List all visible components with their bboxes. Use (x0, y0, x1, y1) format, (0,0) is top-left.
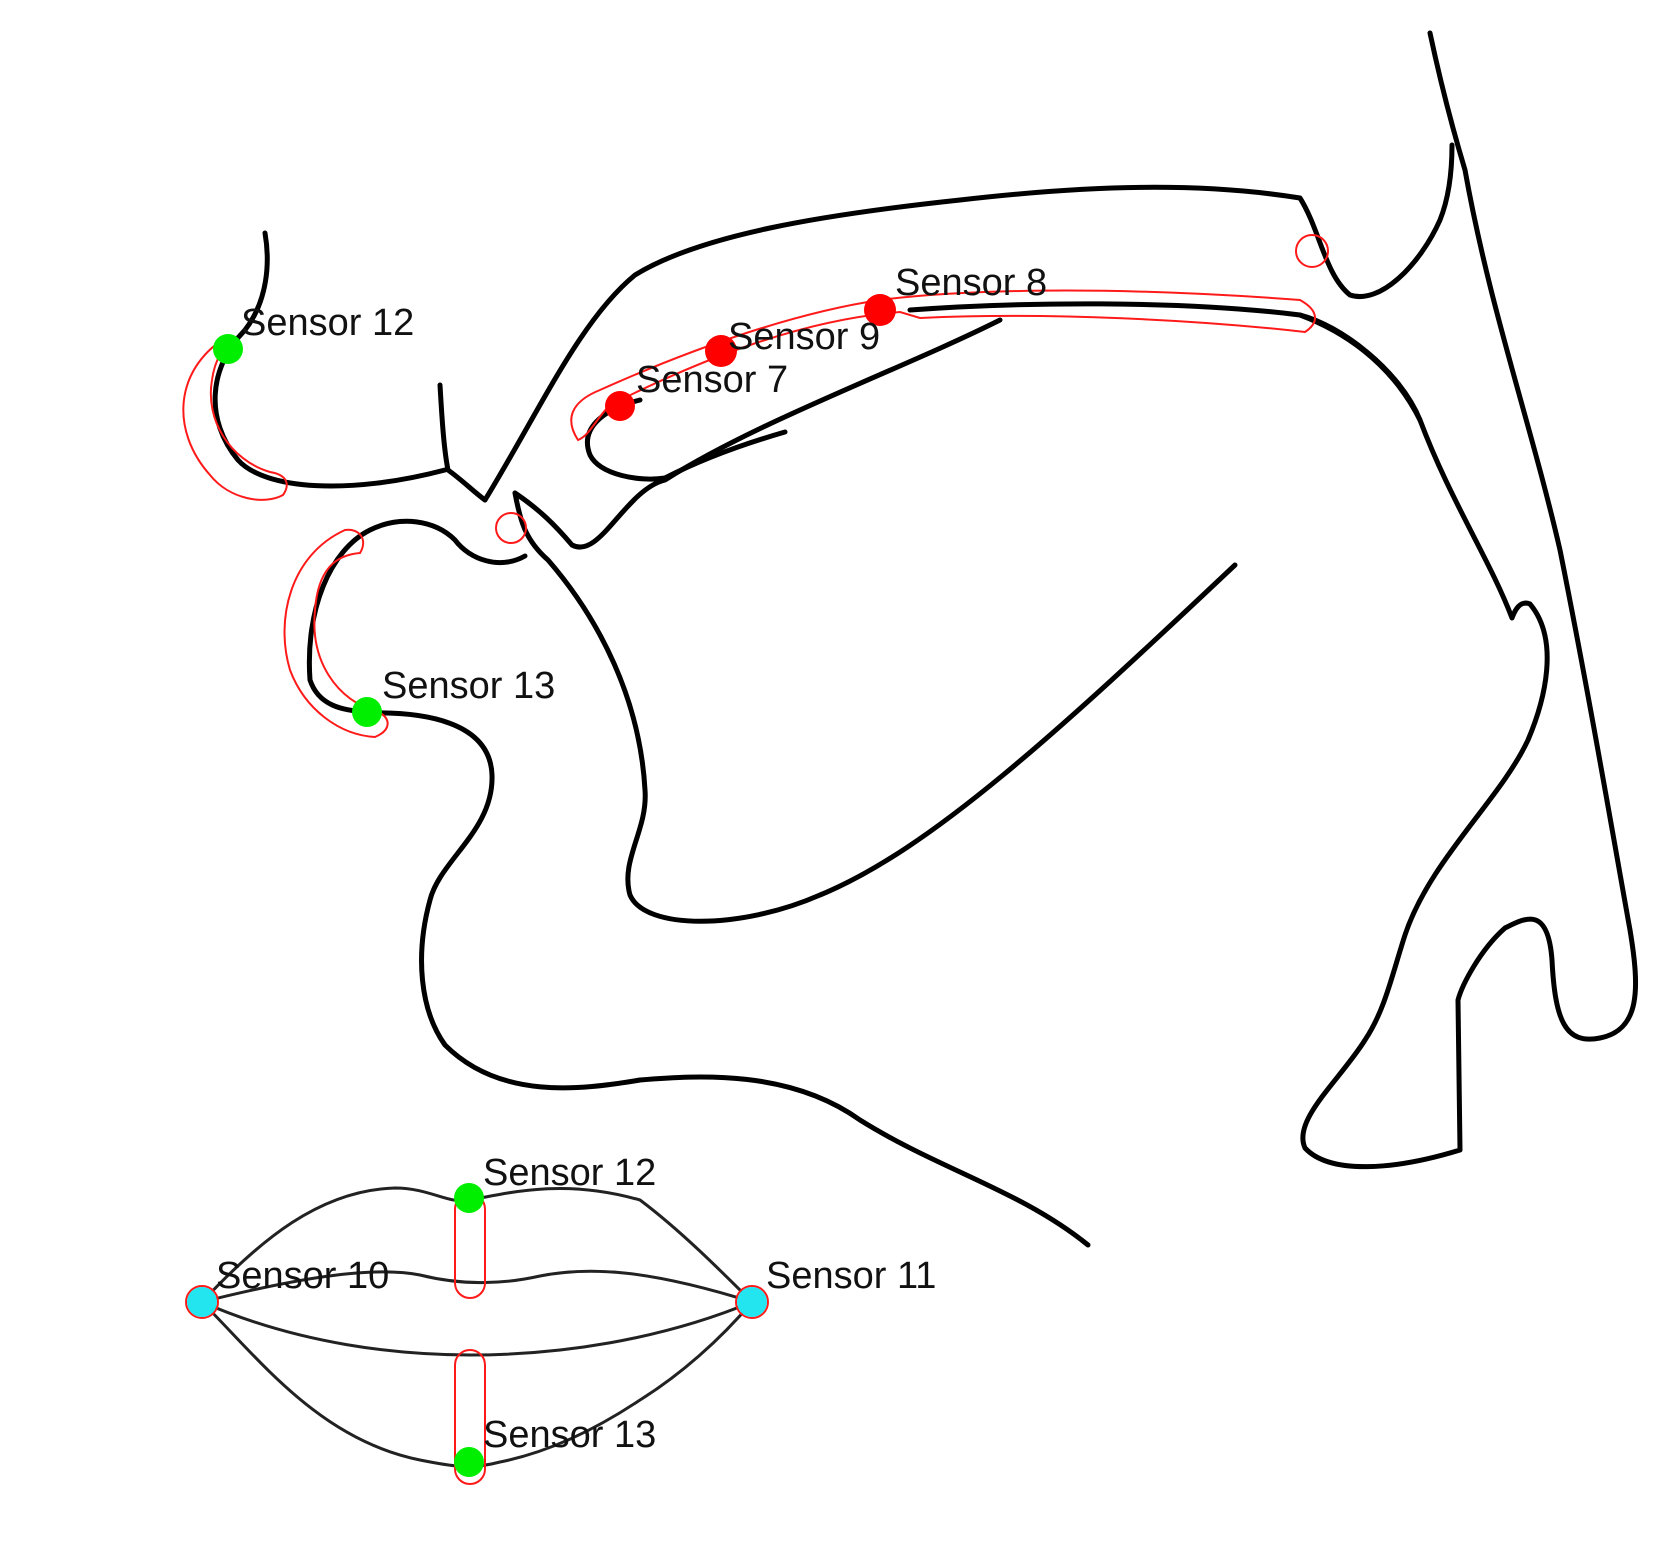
sensor-13-side-label: Sensor 13 (382, 665, 555, 707)
sensor-10-ring (185, 1285, 219, 1319)
tongue-outline (512, 317, 1003, 550)
lower-lip-sensor-wire (454, 1349, 486, 1485)
sensor-13-front-dot (454, 1447, 484, 1477)
sensor-8-label: Sensor 8 (895, 262, 1047, 304)
sensor-10-label: Sensor 10 (216, 1255, 389, 1297)
upper-incisor-outline (437, 382, 488, 503)
posterior-head-outline (1297, 30, 1639, 1170)
tongue-body-outline (907, 301, 1423, 423)
sensor-8-dot (864, 294, 896, 326)
sensor-9-label: Sensor 9 (728, 316, 880, 358)
sensor-12-front-dot (454, 1183, 484, 1213)
upper-lip-bottom-line (200, 1269, 754, 1304)
sensor-12-front-label: Sensor 12 (483, 1152, 656, 1194)
sensor-10-dot (187, 1287, 217, 1317)
sensor-13-side-dot (352, 697, 382, 727)
sensor-11-label: Sensor 11 (766, 1255, 936, 1297)
sensor-9-dot (705, 335, 737, 367)
sensor-7-label: Sensor 7 (636, 359, 788, 401)
sensor-13-front-label: Sensor 13 (483, 1414, 656, 1456)
lower-lip-bottom-line (200, 1300, 754, 1468)
lower-incisor-outline (512, 490, 1238, 924)
palate-outline (482, 142, 1455, 503)
sensor-12-side-dot (213, 334, 243, 364)
incisor-ring (495, 512, 527, 544)
upper-lip-outline (212, 230, 448, 489)
lower-lip-outline (306, 518, 1091, 1248)
upper-lip-wire (182, 336, 288, 501)
sagittal-sensors: Sensor 12 Sensor 13 Sensor 7 Sensor 9 Se… (213, 262, 1047, 727)
sensor-7-dot (605, 391, 635, 421)
sensor-11-ring (735, 1285, 769, 1319)
sagittal-head-outline (212, 30, 1639, 1248)
velum-ring (1295, 234, 1329, 268)
sensor-12-side-label: Sensor 12 (241, 302, 414, 344)
frontal-lips-view: Sensor 12 Sensor 13 Sensor 10 Sensor 11 (185, 1152, 936, 1485)
sensor-11-dot (737, 1287, 767, 1317)
lower-lip-top-line (200, 1300, 754, 1357)
